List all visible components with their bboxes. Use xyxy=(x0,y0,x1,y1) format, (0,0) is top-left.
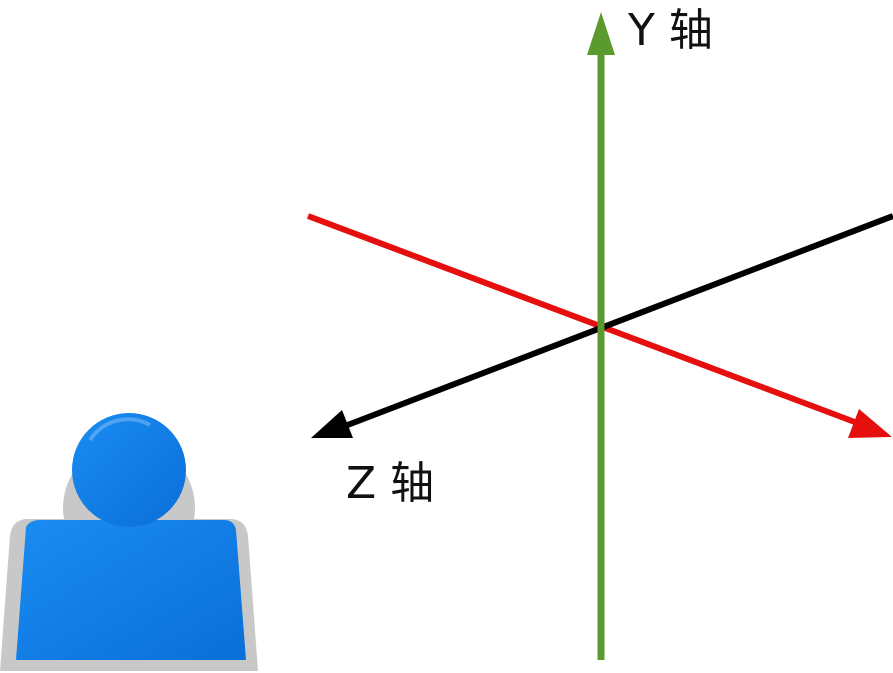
x-axis-line xyxy=(306,213,862,427)
y-axis-label: Y 轴 xyxy=(627,5,713,56)
z-axis xyxy=(311,213,893,438)
x-axis-arrowhead xyxy=(848,409,892,438)
z-axis-label: Z 轴 xyxy=(346,458,434,509)
person-head xyxy=(72,413,186,527)
y-axis-arrowhead xyxy=(587,12,615,55)
person-icon xyxy=(0,413,258,671)
person-body xyxy=(16,520,246,660)
x-axis xyxy=(306,213,892,438)
person-highlight xyxy=(88,417,151,442)
z-axis-arrowhead xyxy=(311,410,353,438)
y-axis xyxy=(587,12,615,660)
z-axis-line xyxy=(343,213,893,429)
